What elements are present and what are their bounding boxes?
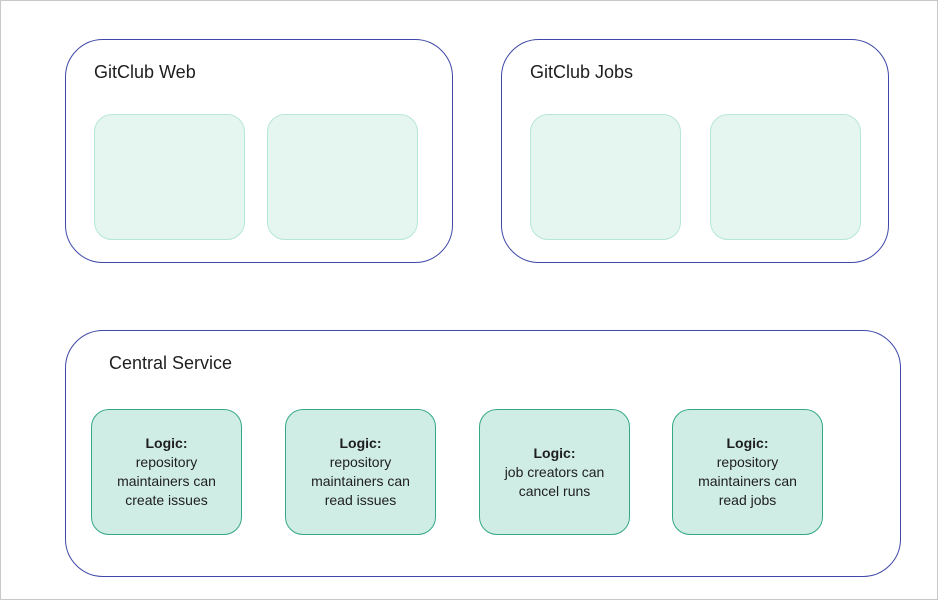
- logic-label: Logic:: [339, 435, 382, 451]
- logic-block-create-issues: Logic: repository maintainers can create…: [91, 409, 242, 535]
- logic-description-line: job creators can: [504, 463, 605, 480]
- logic-block-cancel-runs: Logic: job creators can cancel runs: [479, 409, 630, 535]
- logic-description-line: create issues: [125, 492, 208, 508]
- logic-description-line: repository: [135, 454, 198, 470]
- logic-description-line: maintainers can: [117, 473, 216, 489]
- central-service-title: Central Service: [109, 353, 233, 373]
- logic-description-line: repository: [329, 454, 392, 470]
- logic-description-line: repository: [716, 454, 779, 470]
- logic-description-line: cancel runs: [518, 482, 591, 499]
- jobs-empty-slot: [710, 114, 861, 240]
- logic-label: Logic:: [145, 435, 188, 451]
- logic-block-read-issues: Logic: repository maintainers can read i…: [285, 409, 436, 535]
- logic-description-line: maintainers can: [311, 473, 410, 489]
- web-empty-slot: [94, 114, 245, 240]
- logic-description-line: read issues: [324, 492, 397, 508]
- gitclub-jobs-title: GitClub Jobs: [530, 62, 634, 82]
- jobs-empty-slot: [530, 114, 681, 240]
- gitclub-web-title: GitClub Web: [94, 62, 196, 82]
- logic-block-read-jobs: Logic: repository maintainers can read j…: [672, 409, 823, 535]
- logic-description-line: maintainers can: [698, 473, 797, 489]
- logic-label: Logic:: [533, 444, 576, 461]
- web-empty-slot: [267, 114, 418, 240]
- logic-description-line: read jobs: [718, 492, 777, 508]
- logic-label: Logic:: [726, 435, 769, 451]
